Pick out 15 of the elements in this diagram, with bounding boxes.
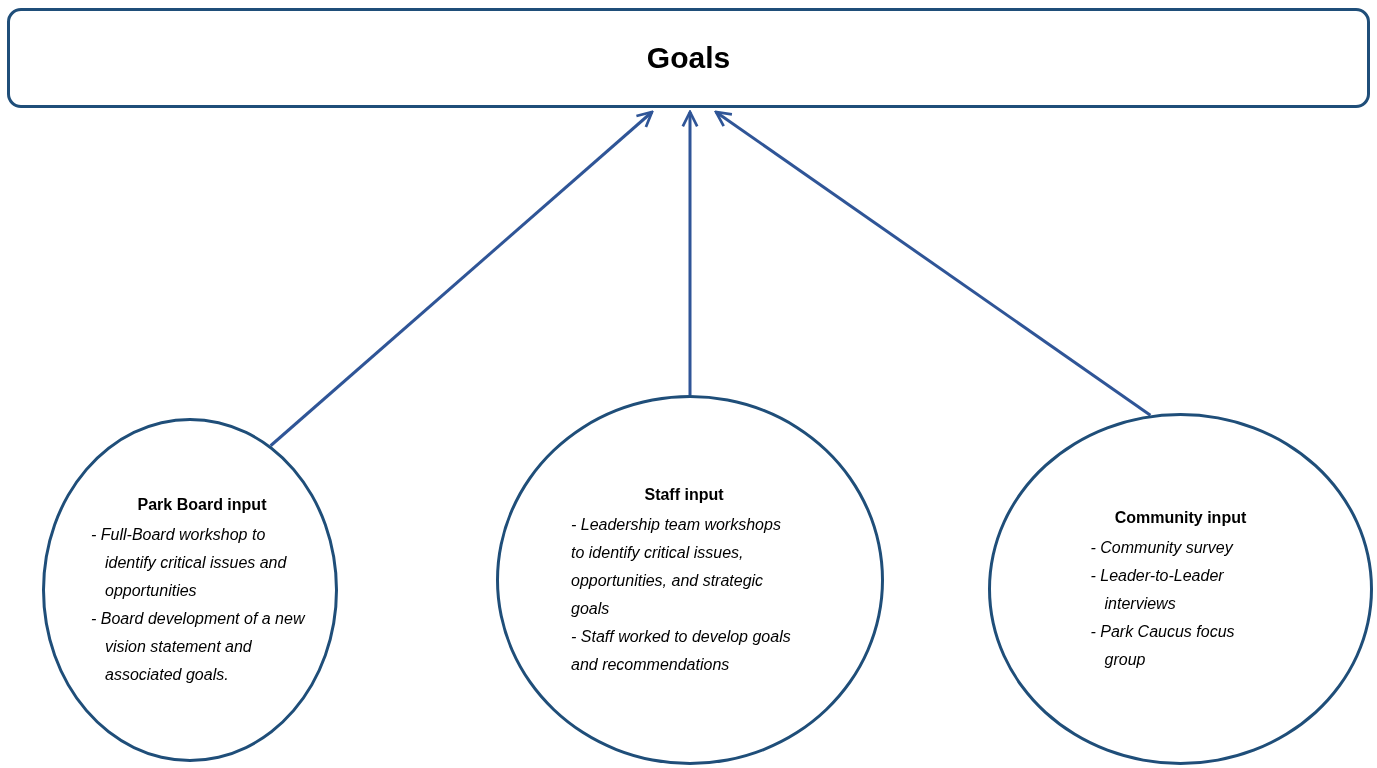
heading: Staff input	[643, 485, 725, 505]
heading: Park Board input	[136, 495, 268, 515]
bullet-text: - Leader-to-Leader interviews	[1090, 566, 1225, 614]
bullet-text: - Leadership team workshops to identify critical issues, opportunities, and strategic goals	[571, 515, 782, 619]
heading: Goals	[645, 44, 732, 72]
goals-box	[7, 8, 1370, 108]
arrow	[681, 110, 699, 395]
bullet-text: - Park Caucus focus group	[1090, 622, 1236, 670]
arrow	[714, 110, 1152, 417]
bullet-text: - Board development of a new vision statement and associated goals.	[91, 609, 307, 685]
bullet-text: - Community survey	[1090, 538, 1235, 558]
arrow	[269, 110, 654, 447]
bullet-text: - Staff worked to develop goals and recommendations	[571, 627, 792, 675]
bullet-text: - Full-Board workshop to identify critical issues and opportunities	[91, 525, 288, 601]
heading: Community input	[1113, 508, 1248, 528]
